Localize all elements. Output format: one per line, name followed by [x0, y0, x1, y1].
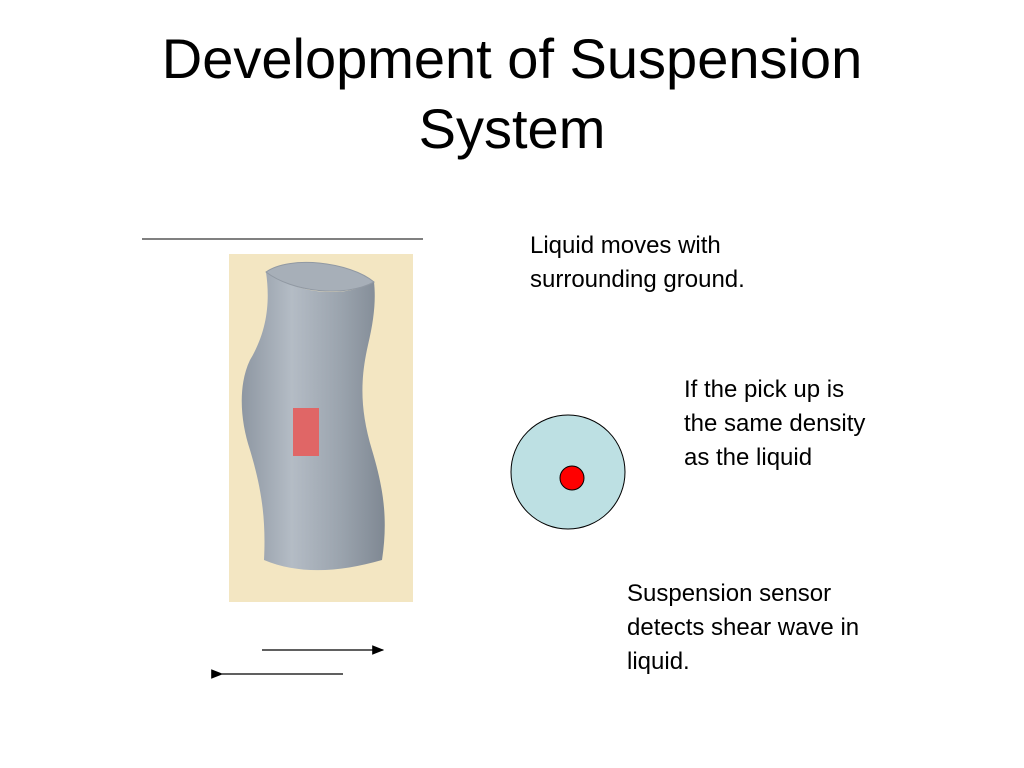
caption-sensor-detects: Suspension sensor detects shear wave in …: [627, 577, 859, 679]
sensor-rectangle: [293, 408, 319, 456]
caption-middle-line-1: If the pick up is: [684, 376, 845, 403]
title-line-1: Development of Suspension: [161, 27, 863, 90]
pickup-dot: [559, 465, 585, 491]
caption-bottom-line-2: detects shear wave in: [627, 614, 860, 641]
slide-title: Development of Suspension System: [0, 24, 1024, 164]
caption-bottom-line-3: liquid.: [627, 648, 690, 675]
caption-middle-line-2: the same density: [684, 410, 866, 437]
caption-same-density: If the pick up is the same density as th…: [684, 373, 865, 475]
caption-top-line-2: surrounding ground.: [530, 266, 745, 293]
title-line-2: System: [418, 97, 606, 160]
caption-liquid-moves: Liquid moves with surrounding ground.: [530, 229, 745, 297]
caption-bottom-line-1: Suspension sensor: [627, 580, 832, 607]
caption-top-line-1: Liquid moves with: [530, 232, 721, 259]
caption-middle-line-3: as the liquid: [684, 444, 813, 471]
column-top-opening: [265, 261, 375, 292]
